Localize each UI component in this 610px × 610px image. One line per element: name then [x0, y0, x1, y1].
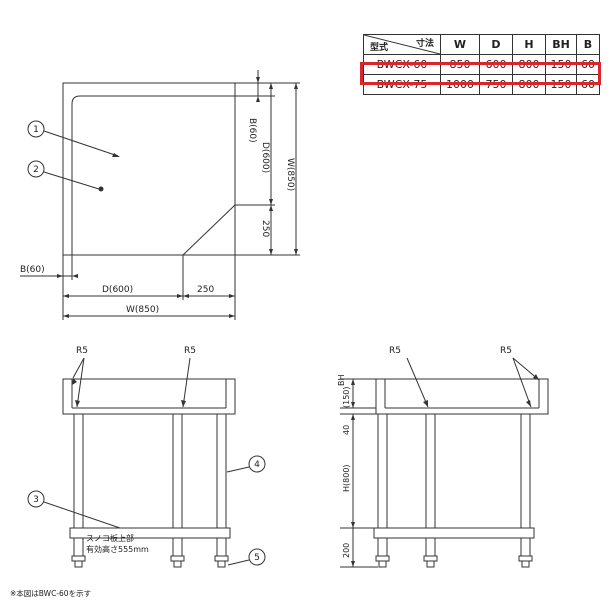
- side-adjuster: [521, 560, 530, 568]
- front-r5-left: R5: [76, 346, 88, 356]
- side-h800: H(800): [342, 464, 351, 492]
- side-adjuster: [426, 560, 435, 568]
- spec-table: 寸法 型式 W D H BH B BWCX-60 850 600 800 150…: [363, 34, 600, 95]
- highlight-box: [360, 62, 601, 85]
- r5-leader: [406, 357, 429, 408]
- callout-3-leader: [43, 501, 121, 529]
- plan-outline: [62, 82, 236, 256]
- plan-d600-vertical: D(600): [260, 142, 270, 173]
- front-leg-lower-left: [73, 537, 84, 557]
- side-view: [340, 357, 549, 568]
- callout-5-label: 5: [254, 553, 260, 563]
- plan-250-vertical: 250: [260, 220, 270, 237]
- front-leg-lower-right: [216, 537, 227, 557]
- side-r5-right: R5: [500, 346, 512, 356]
- plan-callouts: [27, 120, 119, 190]
- corner-model-label: 型式: [370, 43, 389, 53]
- front-foot-left: [71, 555, 86, 562]
- callout-3-label: 3: [33, 495, 39, 505]
- r5-leader: [512, 357, 532, 408]
- front-shelf: [69, 527, 231, 539]
- side-leg-lower: [425, 537, 436, 557]
- plan-inner-edge: [71, 95, 235, 255]
- plan-d600-horizontal: D(600): [102, 285, 133, 295]
- front-adjuster: [217, 560, 226, 568]
- shelf-note-line2: 有効高さ555mm: [86, 544, 149, 554]
- plan-b60-horizontal: B(60): [20, 265, 45, 275]
- callout-3-circle: [27, 490, 45, 508]
- corner-diagonal: [364, 35, 440, 54]
- plan-corner-diagonal: [182, 204, 236, 256]
- side-foot: [518, 555, 533, 562]
- callout-1-label: 1: [33, 125, 39, 135]
- side-leg-left: [377, 413, 388, 529]
- front-r5-right: R5: [184, 346, 196, 356]
- plan-dot: [98, 186, 104, 192]
- plan-250-horizontal: 250: [197, 285, 214, 295]
- front-adjuster: [74, 560, 83, 568]
- callout-5-leader: [227, 559, 250, 566]
- side-leg-right: [520, 413, 531, 529]
- side-foot: [375, 555, 390, 562]
- side-leg-middle: [425, 413, 436, 529]
- front-adjuster: [173, 560, 182, 568]
- side-foot: [423, 555, 438, 562]
- plan-b60-vertical: B(60): [247, 118, 257, 143]
- callout-4-label: 4: [254, 460, 260, 470]
- side-shelf: [373, 527, 535, 539]
- shelf-note-line1: スノコ板上部: [86, 533, 134, 543]
- r5-leader: [76, 357, 85, 408]
- callout-4-circle: [248, 455, 266, 473]
- callout-5-circle: [248, 548, 266, 566]
- plan-view: [20, 70, 300, 320]
- side-top: [375, 378, 549, 415]
- front-leg-lower-middle: [172, 537, 183, 557]
- corner-dimensions-label: 寸法: [415, 39, 434, 49]
- front-leg-middle: [172, 413, 183, 529]
- r5-leader: [182, 357, 191, 408]
- callout-4-leader: [226, 466, 250, 473]
- callout-1-leader: [43, 130, 119, 157]
- front-leg-right: [216, 413, 227, 529]
- footnote: ※本図はBWC-60を示す: [10, 589, 92, 598]
- front-foot-right: [214, 555, 229, 562]
- plan-w850-vertical: W(850): [285, 158, 295, 191]
- side-200: 200: [342, 543, 351, 558]
- side-arrowheads: [72, 374, 539, 567]
- side-bh-label: BH: [337, 374, 346, 386]
- callout-1-arrow: [112, 153, 120, 157]
- callout-2-circle: [27, 160, 45, 178]
- plan-w850-horizontal: W(850): [126, 305, 159, 315]
- front-top: [62, 378, 236, 415]
- front-leg-left: [73, 413, 84, 529]
- callout-2-leader: [43, 171, 100, 190]
- callout-2-label: 2: [33, 165, 39, 175]
- r5-leader: [72, 357, 85, 379]
- front-foot-middle: [170, 555, 185, 562]
- callout-1-circle: [27, 120, 45, 138]
- side-r5-left: R5: [389, 346, 401, 356]
- side-40: 40: [342, 425, 351, 435]
- side-leg-lower: [520, 537, 531, 557]
- front-view: [27, 357, 266, 568]
- side-adjuster: [378, 560, 387, 568]
- side-bh-value: (150): [342, 386, 351, 408]
- side-leg-lower: [377, 537, 388, 557]
- plan-arrowheads: [57, 77, 298, 318]
